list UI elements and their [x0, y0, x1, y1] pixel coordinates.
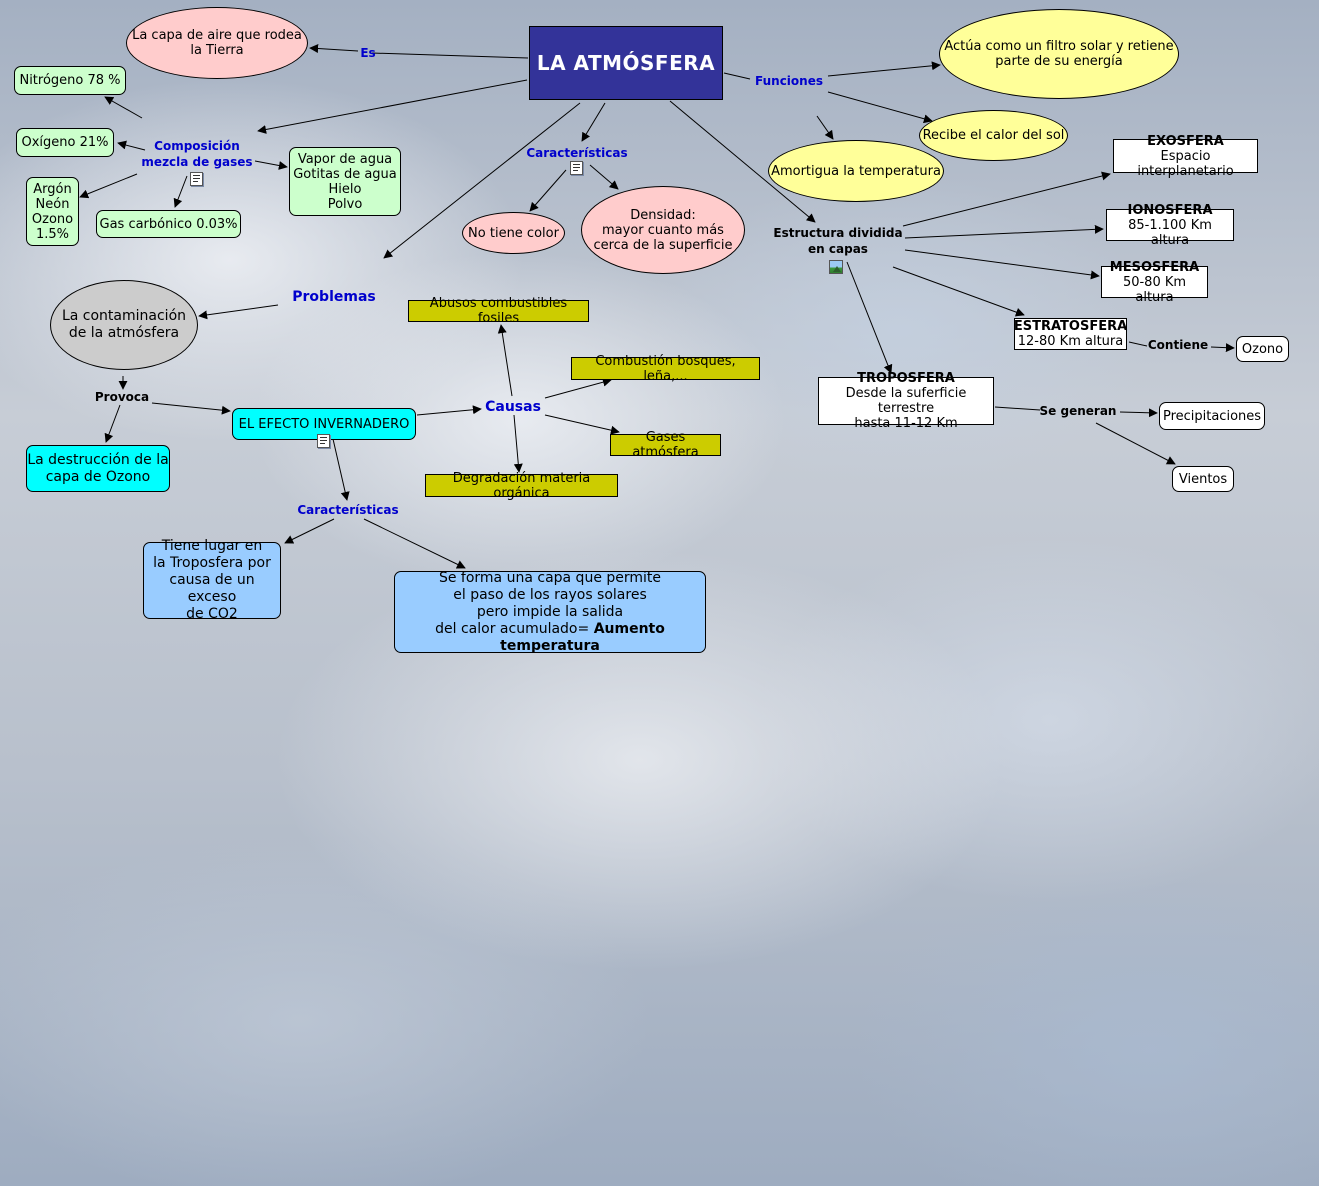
connector-arrow	[544, 377, 612, 399]
node-vapor[interactable]: Vapor de agua Gotitas de agua Hielo Polv…	[289, 147, 401, 216]
connector-arrow	[104, 404, 121, 443]
node-densidad[interactable]: Densidad: mayor cuanto más cerca de la s…	[581, 186, 745, 274]
node-amortigua[interactable]: Amortigua la temperatura	[768, 140, 944, 202]
mesosfera-title: MESOSFERA	[1109, 259, 1200, 275]
connector-arrow	[363, 518, 466, 569]
ionosfera-desc: 85-1.100 Km altura	[1128, 217, 1212, 248]
connector-arrow	[309, 44, 359, 53]
link-contiene[interactable]: Contiene	[1147, 338, 1209, 352]
connector-arrow	[497, 324, 513, 397]
node-precipitaciones[interactable]: Precipitaciones	[1159, 402, 1265, 430]
connector-arrow	[827, 91, 933, 124]
node-mesosfera[interactable]: MESOSFERA 50-80 Km altura	[1101, 260, 1208, 305]
node-contaminacion[interactable]: La contaminación de la atmósfera	[50, 280, 198, 370]
node-filtro-solar[interactable]: Actúa como un filtro solar y retiene par…	[939, 9, 1179, 99]
connector-arrow	[117, 140, 146, 151]
connector-arrow	[104, 96, 143, 119]
connector-arrow	[151, 402, 231, 415]
node-estratosfera[interactable]: ESTRATOSFERA 12-80 Km altura	[1014, 318, 1127, 350]
node-ozono[interactable]: Ozono	[1236, 336, 1289, 362]
link-caracteristicas-top[interactable]: Características	[526, 146, 628, 160]
node-troposfera[interactable]: TROPOSFERA Desde la suferficie terrestre…	[818, 371, 994, 431]
troposfera-title: TROPOSFERA	[857, 371, 955, 386]
connector-arrow	[284, 518, 335, 544]
troposfera-desc: Desde la suferficie terrestre hasta 11-1…	[845, 386, 967, 431]
connector-arrow	[892, 266, 1025, 317]
node-gases-atmosfera[interactable]: Gases atmósfera	[610, 430, 721, 460]
node-exosfera[interactable]: EXOSFERA Espacio interplanetario	[1113, 134, 1258, 179]
ionosfera-title: IONOSFERA	[1127, 202, 1213, 218]
connector-line	[371, 52, 529, 59]
mesosfera-desc: 50-80 Km altura	[1122, 274, 1187, 305]
connector-arrow	[332, 438, 350, 501]
exosfera-desc: Espacio interplanetario	[1137, 148, 1234, 179]
node-no-color[interactable]: No tiene color	[462, 212, 565, 254]
se-forma-text: Se forma una capa que permite el paso de…	[395, 570, 705, 655]
se-forma-bold: Aumento temperatura	[500, 620, 665, 654]
link-estructura[interactable]: Estructura dividida en capas	[773, 226, 903, 256]
document-icon[interactable]	[190, 172, 203, 186]
node-destruccion-ozono[interactable]: La destrucción de la capa de Ozono	[26, 445, 170, 492]
link-causas[interactable]: Causas	[485, 399, 541, 415]
connector-arrow	[383, 102, 581, 259]
document-icon[interactable]	[570, 161, 583, 175]
node-vientos[interactable]: Vientos	[1172, 466, 1234, 492]
link-es[interactable]: Es	[360, 46, 376, 60]
connector-arrow	[589, 164, 619, 190]
document-icon[interactable]	[317, 434, 330, 448]
node-calor-sol[interactable]: Recibe el calor del sol	[919, 110, 1068, 161]
connector-arrow	[1119, 408, 1158, 418]
node-tiene-lugar[interactable]: Tiene lugar en la Troposfera por causa d…	[143, 538, 281, 622]
connector-arrow	[544, 414, 620, 435]
connector-arrow	[904, 249, 1100, 280]
exosfera-title: EXOSFERA	[1147, 133, 1224, 149]
link-se-generan[interactable]: Se generan	[1039, 404, 1117, 418]
connector-arrow	[257, 79, 528, 134]
connector-arrow	[904, 224, 1104, 239]
connector-arrow	[846, 261, 893, 374]
connector-arrow	[902, 171, 1111, 227]
link-caracteristicas-bottom[interactable]: Características	[297, 503, 399, 517]
connector-arrow	[254, 160, 288, 170]
link-composicion[interactable]: Composición mezcla de gases	[141, 139, 253, 169]
node-se-forma[interactable]: Se forma una capa que permite el paso de…	[394, 570, 706, 655]
connector-arrow	[816, 115, 834, 140]
link-problemas[interactable]: Problemas	[292, 289, 376, 305]
connector-arrow	[1095, 422, 1176, 465]
node-gas-carbonico[interactable]: Gas carbónico 0.03%	[96, 210, 241, 238]
image-icon[interactable]	[829, 260, 843, 274]
connector-arrow	[198, 304, 279, 320]
connector-arrow	[827, 61, 941, 77]
node-oxigeno[interactable]: Oxígeno 21%	[16, 128, 114, 157]
node-argon[interactable]: Argón Neón Ozono 1.5%	[26, 177, 79, 246]
node-es-definition[interactable]: La capa de aire que rodea la Tierra	[126, 7, 308, 79]
node-ionosfera[interactable]: IONOSFERA 85-1.100 Km altura	[1106, 203, 1234, 248]
estratosfera-title: ESTRATOSFERA	[1013, 319, 1128, 334]
connector-arrow	[416, 405, 482, 416]
connector-line	[723, 72, 751, 80]
estratosfera-desc: 12-80 Km altura	[1017, 334, 1124, 349]
connector-arrow	[79, 173, 138, 199]
connector-line	[994, 406, 1041, 411]
node-nitrogeno[interactable]: Nitrógeno 78 %	[14, 66, 126, 95]
main-title[interactable]: LA ATMÓSFERA	[529, 26, 723, 100]
connector-arrow	[529, 169, 567, 212]
link-provoca[interactable]: Provoca	[94, 390, 150, 404]
se-forma-main: Se forma una capa que permite el paso de…	[435, 569, 662, 637]
connector-arrow	[513, 414, 523, 473]
node-abusos-combustibles[interactable]: Abusos combustibles fosiles	[408, 296, 589, 326]
connector-arrow	[173, 175, 188, 208]
connector-arrow	[581, 102, 606, 142]
node-combustion-bosques[interactable]: Combustión bosques, leña,...	[571, 354, 760, 384]
connector-line	[1128, 341, 1148, 347]
link-funciones[interactable]: Funciones	[755, 74, 823, 88]
connector-arrow	[669, 100, 816, 223]
connector-arrow	[1210, 343, 1235, 353]
node-degradacion[interactable]: Degradación materia orgánica	[425, 471, 618, 501]
